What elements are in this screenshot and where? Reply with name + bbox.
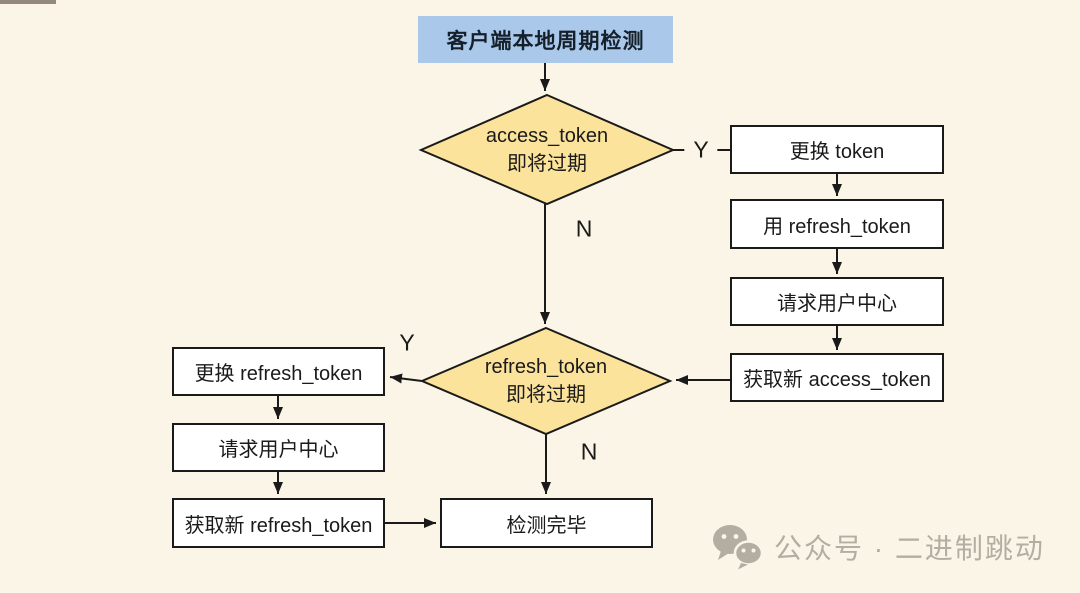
decision-access-token-label: access_token 即将过期: [437, 122, 657, 178]
edge-label-yes-refresh: Y: [399, 329, 415, 356]
watermark: 公众号 · 二进制跳动: [712, 524, 1045, 570]
process-replace-token-label: 更换 token: [789, 141, 885, 163]
decision-refresh-token-line1: refresh_token: [484, 356, 608, 378]
decision-access-token-shape: [418, 93, 676, 206]
process-replace-refresh-token: 更换 refresh_token: [172, 347, 385, 396]
watermark-text: 公众号 · 二进制跳动: [774, 533, 1045, 564]
process-get-new-refresh-token: 获取新 refresh_token: [172, 498, 385, 548]
process-replace-refresh-token-label: 更换 refresh_token: [194, 363, 363, 385]
process-get-new-access-token-label: 获取新 access_token: [743, 369, 931, 391]
decision-refresh-token-label: refresh_token 即将过期: [436, 353, 656, 409]
decision-access-token-line2: 即将过期: [507, 153, 587, 175]
process-request-user-center-right-label: 请求用户中心: [777, 293, 897, 315]
corner-artifact: [0, 0, 56, 4]
end-node-label: 检测完毕: [506, 514, 587, 537]
end-node: 检测完毕: [440, 498, 653, 548]
edge-label-yes-access: Y: [684, 136, 718, 164]
decision-access-token-line1: access_token: [485, 125, 609, 147]
process-get-new-refresh-token-label: 获取新 refresh_token: [184, 514, 373, 537]
process-request-user-center-left-label: 请求用户中心: [218, 439, 339, 461]
start-node-label: 客户端本地周期检测: [446, 29, 645, 53]
process-replace-token: 更换 token: [730, 125, 944, 174]
process-use-refresh-token: 用 refresh_token: [730, 199, 944, 249]
process-request-user-center-right: 请求用户中心: [730, 277, 944, 326]
wechat-icon: [713, 525, 764, 570]
edge-refresh-yes-to-replace-refresh: [389, 373, 423, 384]
process-request-user-center-left: 请求用户中心: [172, 423, 385, 472]
edge-label-no-access: N: [575, 215, 593, 242]
process-use-refresh-token-label: 用 refresh_token: [763, 215, 911, 238]
start-node: 客户端本地周期检测: [418, 16, 673, 63]
edge-label-no-refresh: N: [580, 438, 598, 465]
decision-refresh-token-line2: 即将过期: [506, 384, 586, 406]
process-get-new-access-token: 获取新 access_token: [730, 353, 944, 402]
